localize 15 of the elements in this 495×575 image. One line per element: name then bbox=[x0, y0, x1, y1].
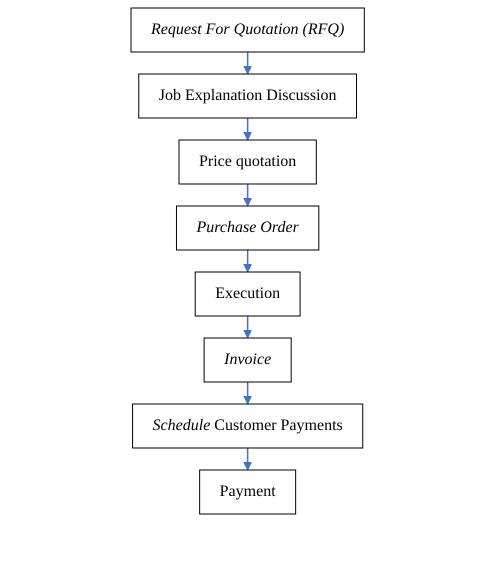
arrow bbox=[243, 382, 252, 404]
node-box: Price quotation bbox=[178, 140, 317, 184]
arrow bbox=[243, 118, 252, 140]
node-box: Job Explanation Discussion bbox=[138, 74, 357, 118]
arrow bbox=[243, 250, 252, 272]
node-box: Request For Quotation (RFQ) bbox=[130, 8, 365, 52]
node-box: Purchase Order bbox=[176, 206, 320, 250]
node-box: Payment bbox=[199, 470, 296, 514]
arrow bbox=[243, 316, 252, 338]
arrow bbox=[243, 448, 252, 470]
node-box: Schedule Customer Payments bbox=[132, 404, 364, 448]
arrow bbox=[243, 52, 252, 74]
arrow bbox=[243, 184, 252, 206]
node-box: Execution bbox=[194, 272, 300, 316]
node-box: Invoice bbox=[203, 338, 292, 382]
